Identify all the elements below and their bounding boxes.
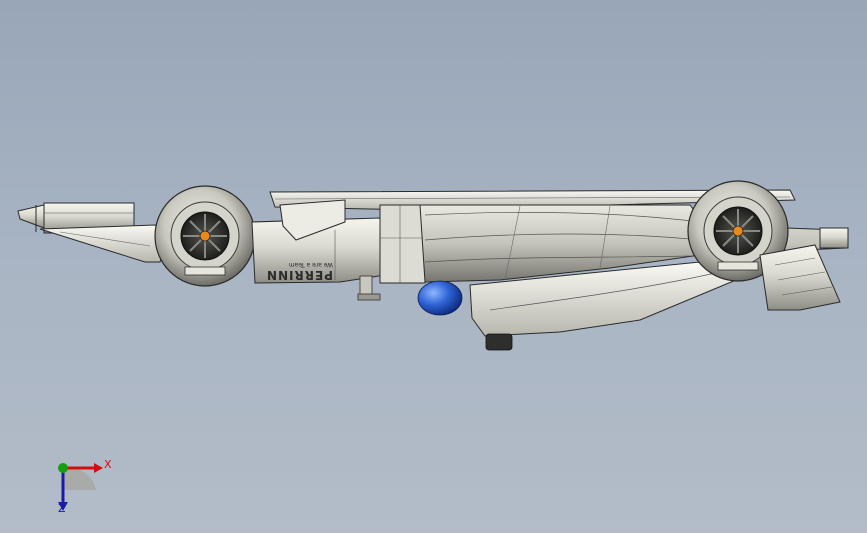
livery-tagline: We are a Team: [288, 261, 333, 268]
ballast-sphere[interactable]: [417, 280, 463, 316]
chassis[interactable]: [251, 199, 426, 301]
front-wheel[interactable]: [154, 185, 256, 287]
rear-wing[interactable]: [759, 227, 849, 311]
livery-brand: PERRINN: [265, 268, 333, 282]
triad-axes-icon: [58, 463, 103, 511]
triad-x-label: X: [104, 458, 112, 471]
reference-triad: X Z: [40, 450, 130, 520]
triad-z-label: Z: [58, 502, 66, 515]
rear-wheel[interactable]: [687, 180, 789, 282]
nose-cone[interactable]: [39, 224, 171, 263]
livery-decal: PERRINN We are a Team: [253, 247, 333, 282]
underfloor[interactable]: [469, 261, 762, 351]
